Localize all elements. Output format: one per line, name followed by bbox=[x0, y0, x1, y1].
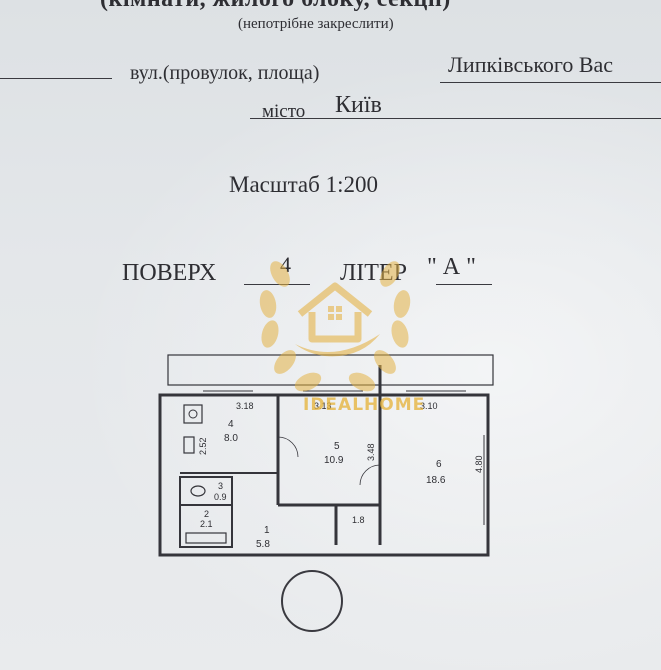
city-label: місто bbox=[262, 101, 306, 122]
dim-top-mid: 3.13 bbox=[314, 401, 332, 411]
room1-area: 5.8 bbox=[256, 539, 270, 550]
toilet-icon bbox=[190, 485, 206, 497]
room3-area: 0.9 bbox=[214, 492, 227, 502]
room6-number: 6 bbox=[436, 459, 442, 470]
floor-underline bbox=[244, 284, 310, 285]
liter-value: " А " bbox=[427, 254, 476, 280]
door-arc-room5 bbox=[277, 436, 299, 458]
room6-area: 18.6 bbox=[426, 475, 446, 486]
dim-corridor: 1.8 bbox=[352, 515, 365, 525]
bathtub-icon bbox=[185, 532, 227, 544]
outer-wall bbox=[158, 393, 490, 557]
city-value: Київ bbox=[335, 92, 382, 118]
room2-number: 2 bbox=[204, 509, 209, 519]
room1-number: 1 bbox=[264, 525, 270, 536]
dim-right-side: 4.80 bbox=[474, 455, 484, 473]
room4-number: 4 bbox=[228, 419, 234, 430]
room5-area: 10.9 bbox=[324, 455, 344, 466]
room3-number: 3 bbox=[218, 481, 223, 491]
dim-top-right: 3.10 bbox=[420, 401, 438, 411]
dim-left-side: 2.52 bbox=[198, 437, 208, 455]
room5-number: 5 bbox=[334, 441, 340, 452]
header-cut-text: (кімнати, жилого блоку, секції) bbox=[100, 0, 451, 13]
sink-icon bbox=[183, 436, 195, 454]
burner-icon bbox=[188, 409, 198, 419]
floor-plan: 3.18 3.13 3.10 2.52 3.48 4.80 1.8 4 8.0 … bbox=[158, 354, 494, 557]
liter-underline bbox=[436, 284, 492, 285]
watermark-text: IDEALHOME bbox=[303, 395, 426, 415]
stove-icon bbox=[183, 404, 203, 424]
header-note: (непотрібне закреслити) bbox=[238, 16, 394, 32]
street-underline bbox=[440, 82, 661, 83]
street-value: Липківського Вас bbox=[448, 52, 614, 77]
scale-text: Масштаб 1:200 bbox=[229, 172, 378, 197]
door-arc-room6 bbox=[359, 464, 381, 486]
street-label: вул.(провулок, площа) bbox=[130, 62, 320, 84]
dim-top-left: 3.18 bbox=[236, 401, 254, 411]
city-underline bbox=[250, 118, 661, 119]
floor-value: 4 bbox=[280, 252, 291, 277]
bathroom-2 bbox=[179, 504, 233, 548]
room2-area: 2.1 bbox=[200, 519, 213, 529]
stamp-circle bbox=[281, 570, 343, 632]
floor-label: ПОВЕРХ bbox=[122, 260, 217, 286]
room4-area: 8.0 bbox=[224, 433, 238, 444]
fill-line-left bbox=[0, 78, 112, 79]
idealhome-logo bbox=[259, 261, 411, 392]
dim-mid-side: 3.48 bbox=[366, 443, 376, 461]
